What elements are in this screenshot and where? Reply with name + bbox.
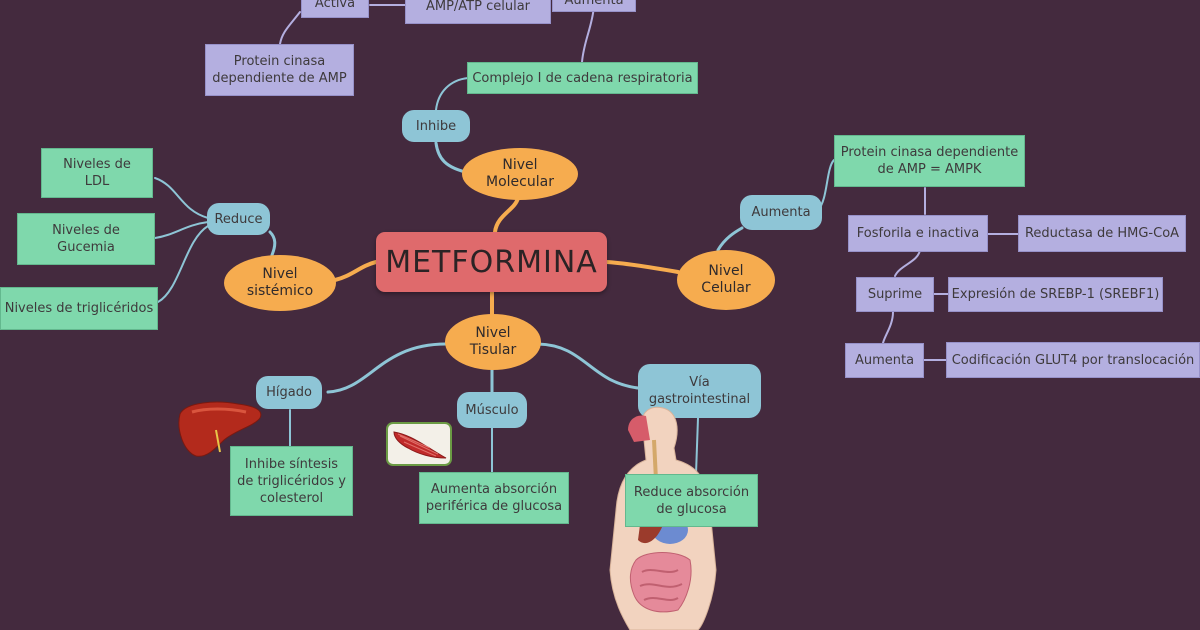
tisular-musculo-desc[interactable]: Aumenta absorción periférica de glucosa <box>419 472 569 524</box>
sistemico-reduce[interactable]: Reduce <box>207 203 270 235</box>
celular-suprime[interactable]: Suprime <box>856 277 934 312</box>
tisular-higado[interactable]: Hígado <box>256 376 322 409</box>
molecular-amp-atp[interactable]: AMP/ATP celular <box>405 0 551 24</box>
tisular-via-desc[interactable]: Reduce absorción de glucosa <box>625 474 758 527</box>
sistemico-ldl[interactable]: Niveles de LDL <box>41 148 153 198</box>
level-tisular[interactable]: Nivel Tisular <box>445 314 541 370</box>
link-center-celular <box>604 260 680 274</box>
link-center-molecular <box>493 196 520 234</box>
molecular-inhibe[interactable]: Inhibe <box>402 110 470 142</box>
molecular-activa[interactable]: Activa <box>301 0 369 18</box>
link-reduce-ldl <box>154 177 209 219</box>
link-complejo-aumenta <box>581 5 595 63</box>
link-tisular-via <box>536 342 640 390</box>
link-suprime-aumenta <box>882 311 894 344</box>
link-tisular-higado <box>326 342 448 394</box>
sistemico-trigliceridos[interactable]: Niveles de triglicéridos <box>0 287 158 330</box>
muscle-icon <box>386 422 452 466</box>
celular-fosforila[interactable]: Fosforila e inactiva <box>848 215 988 252</box>
link-reduce-trigli <box>157 225 209 303</box>
celular-aumenta[interactable]: Aumenta <box>740 195 822 230</box>
link-fosforila-suprime <box>894 249 921 277</box>
link-activa-protein <box>279 11 301 45</box>
sistemico-glucemia[interactable]: Niveles de Gucemia <box>17 213 155 265</box>
link-sistemico-reduce <box>268 230 277 257</box>
liver-icon <box>178 401 262 457</box>
link-reduce-glucemia <box>154 221 209 239</box>
celular-srebp[interactable]: Expresión de SREBP-1 (SREBF1) <box>948 277 1163 312</box>
celular-ampk[interactable]: Protein cinasa dependiente de AMP = AMPK <box>834 135 1025 187</box>
molecular-protein-cinasa[interactable]: Protein cinasa dependiente de AMP <box>205 44 354 96</box>
molecular-complejo-i[interactable]: Complejo I de cadena respiratoria <box>467 62 698 94</box>
celular-reductasa[interactable]: Reductasa de HMG-CoA <box>1018 215 1186 252</box>
link-celular-aumenta <box>716 226 744 252</box>
tisular-musculo[interactable]: Músculo <box>457 392 527 428</box>
level-sistemico[interactable]: Nivel sistémico <box>224 255 336 311</box>
central-node-metformina[interactable]: METFORMINA <box>376 232 607 292</box>
celular-glut4[interactable]: Codificación GLUT4 por translocación <box>946 342 1200 378</box>
level-celular[interactable]: Nivel Celular <box>677 250 775 310</box>
celular-aumenta-2[interactable]: Aumenta <box>845 343 924 378</box>
level-molecular[interactable]: Nivel Molecular <box>462 148 578 200</box>
tisular-higado-desc[interactable]: Inhibe síntesis de triglicéridos y coles… <box>230 446 353 516</box>
link-via-desc <box>695 417 699 475</box>
link-inhibe-complejo <box>435 77 469 111</box>
molecular-aumenta[interactable]: Aumenta <box>552 0 636 12</box>
link-center-sistemico <box>333 260 378 282</box>
